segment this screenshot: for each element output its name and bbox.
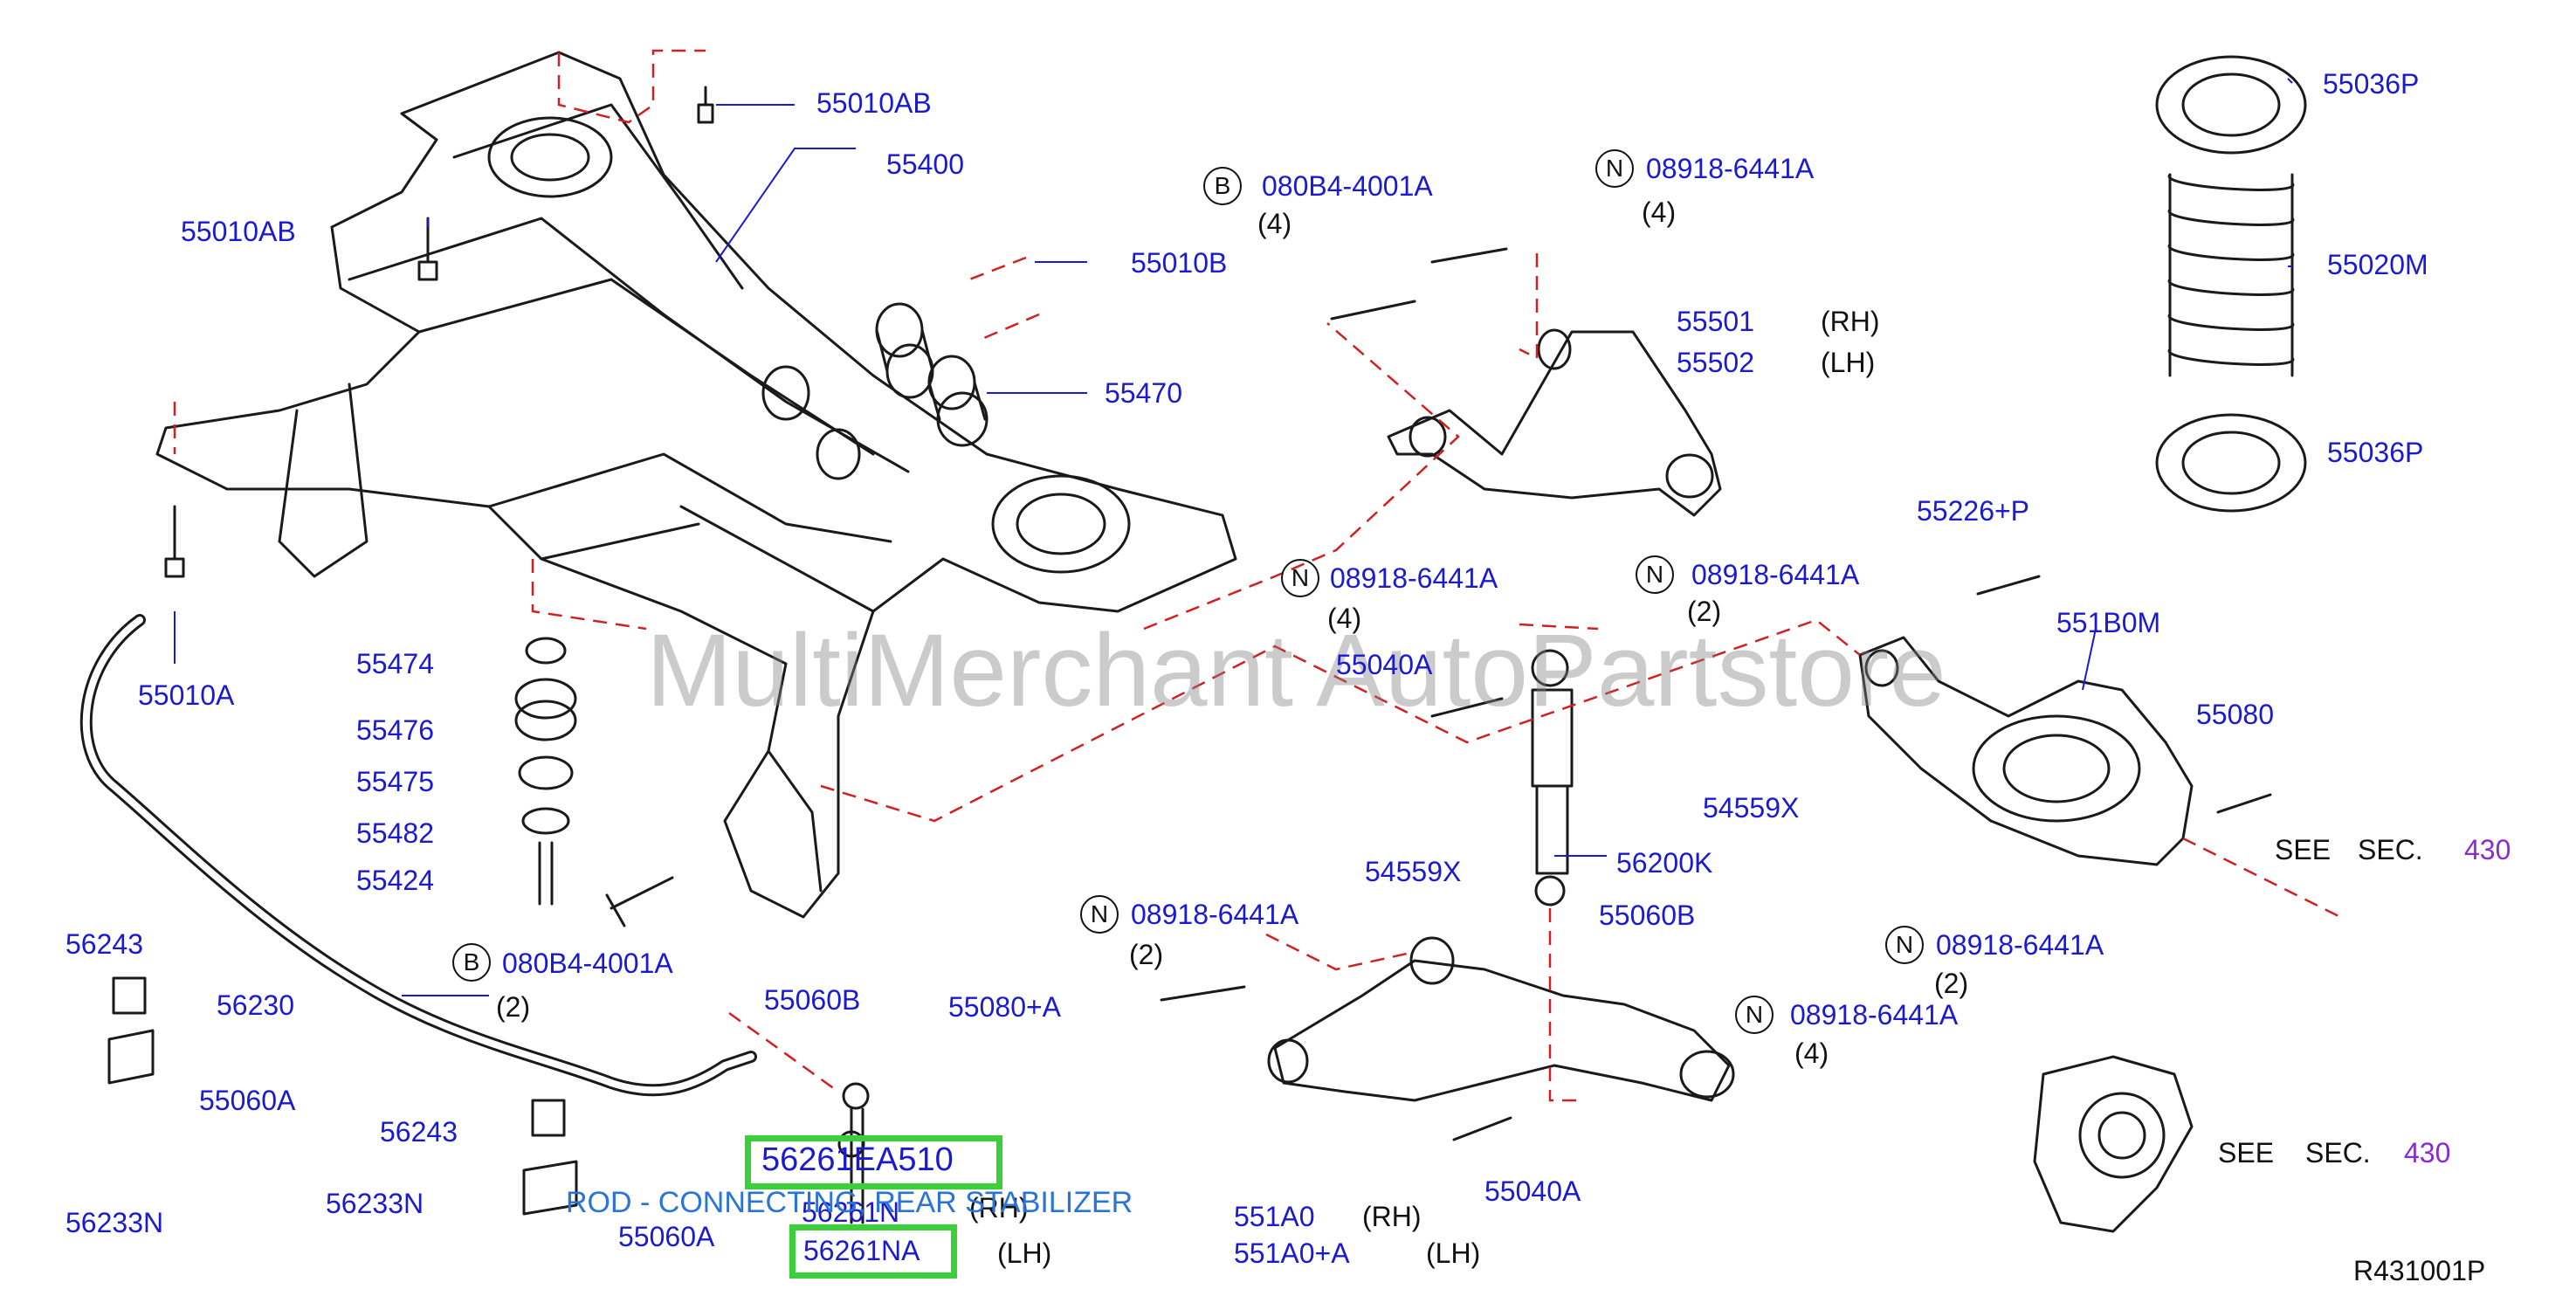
diagram-code: R431001P	[2353, 1255, 2486, 1286]
callout-lines	[174, 78, 2293, 996]
label-55060B-a[interactable]: 55060B	[764, 984, 861, 1016]
qty-08918-bottom: (4)	[1794, 1037, 1829, 1069]
section-link-430-1[interactable]: 430	[2464, 834, 2511, 865]
label-55501[interactable]: 55501	[1677, 306, 1754, 337]
lh-marker-56261NA: (LH)	[997, 1237, 1052, 1269]
label-55020M[interactable]: 55020M	[2327, 249, 2428, 280]
label-55010AB-left[interactable]: 55010AB	[181, 216, 296, 247]
circle-n-marker-lower-right: N	[1885, 926, 1924, 964]
label-56243-b[interactable]: 56243	[380, 1116, 458, 1148]
label-55010B[interactable]: 55010B	[1131, 247, 1228, 279]
upper-arm-55501[interactable]	[1387, 328, 1722, 517]
connecting-rod[interactable]	[837, 1082, 870, 1224]
label-55040A-b[interactable]: 55040A	[1484, 1175, 1581, 1207]
label-55010A[interactable]: 55010A	[138, 679, 235, 711]
circle-n-marker-lower-left: N	[1080, 895, 1119, 934]
label-551B0M[interactable]: 551B0M	[2056, 607, 2161, 638]
lower-arm-551A0[interactable]	[1267, 936, 1735, 1102]
qty-080B4-left: (2)	[496, 991, 531, 1023]
label-08918-bottom[interactable]: 08918-6441A	[1790, 999, 1959, 1031]
lh-marker-55502: (LH)	[1821, 347, 1876, 378]
highlight-56261NA[interactable]	[789, 1224, 957, 1279]
rh-marker-55501: (RH)	[1821, 306, 1880, 337]
label-08918-lower-left[interactable]: 08918-6441A	[1131, 899, 1299, 930]
rh-marker-551A0: (RH)	[1362, 1201, 1422, 1232]
label-551A0A[interactable]: 551A0+A	[1234, 1237, 1350, 1269]
label-55482[interactable]: 55482	[356, 817, 434, 849]
label-08918-top[interactable]: 08918-6441A	[1646, 153, 1815, 184]
leader-lines	[173, 49, 2341, 1102]
label-55424[interactable]: 55424	[356, 865, 434, 896]
label-551A0[interactable]: 551A0	[1234, 1201, 1315, 1232]
sec-label-2: SEC.	[2305, 1137, 2371, 1168]
lower-arm-551B0M[interactable]	[1858, 636, 2194, 866]
bolts	[164, 86, 2272, 1141]
bushing-55470[interactable]	[875, 302, 988, 447]
label-55060A-a[interactable]: 55060A	[199, 1085, 296, 1116]
label-56233N-b[interactable]: 56233N	[326, 1188, 424, 1219]
highlight-56261EA510[interactable]	[745, 1135, 1002, 1189]
qty-08918-mid: (4)	[1327, 603, 1362, 634]
label-56200K[interactable]: 56200K	[1616, 847, 1713, 879]
label-56230[interactable]: 56230	[217, 989, 294, 1021]
label-55474[interactable]: 55474	[356, 648, 434, 679]
label-55400[interactable]: 55400	[886, 148, 964, 180]
qty-08918-top: (4)	[1642, 196, 1677, 228]
label-55470[interactable]: 55470	[1105, 377, 1182, 409]
qty-08918-lower-right: (2)	[1934, 968, 1969, 999]
see-label-1: SEE	[2275, 834, 2331, 865]
label-55502[interactable]: 55502	[1677, 347, 1754, 378]
section-link-430-2[interactable]: 430	[2404, 1137, 2451, 1168]
label-080B4-left[interactable]: 080B4-4001A	[502, 948, 673, 979]
circle-n-marker-top: N	[1595, 149, 1634, 188]
label-55040A-a[interactable]: 55040A	[1336, 649, 1433, 680]
stabilizer-bar-56230[interactable]	[79, 614, 757, 1216]
label-55060A-b[interactable]: 55060A	[618, 1221, 715, 1252]
label-55226P[interactable]: 55226+P	[1917, 495, 2030, 527]
label-56261N[interactable]: 56261N	[802, 1196, 900, 1228]
label-55010AB-top[interactable]: 55010AB	[816, 87, 932, 119]
shock-absorber-56200K[interactable]	[1531, 649, 1574, 907]
label-080B4-top[interactable]: 080B4-4001A	[1262, 170, 1433, 202]
label-56243-a[interactable]: 56243	[65, 928, 143, 960]
label-55080[interactable]: 55080	[2196, 699, 2274, 730]
circle-n-marker-right: N	[1636, 555, 1674, 594]
label-55036P-bottom[interactable]: 55036P	[2327, 437, 2424, 468]
label-56261EA510[interactable]: 56261EA510	[761, 1141, 954, 1178]
mount-stack[interactable]	[514, 637, 577, 906]
qty-080B4-top: (4)	[1257, 208, 1292, 239]
label-55476[interactable]: 55476	[356, 714, 434, 746]
label-56233N-a[interactable]: 56233N	[65, 1207, 164, 1238]
label-55080A[interactable]: 55080+A	[948, 991, 1062, 1023]
tooltip-connecting-rod: ROD - CONNECTING, REAR STABILIZER	[566, 1186, 1133, 1219]
circle-n-marker-mid: N	[1281, 559, 1319, 597]
label-56261NA[interactable]: 56261NA	[803, 1235, 920, 1266]
label-55475[interactable]: 55475	[356, 766, 434, 797]
see-label-2: SEE	[2218, 1137, 2275, 1168]
label-08918-lower-right[interactable]: 08918-6441A	[1936, 929, 2104, 961]
qty-08918-right: (2)	[1687, 596, 1722, 627]
label-08918-mid[interactable]: 08918-6441A	[1330, 562, 1498, 594]
circle-n-marker-bottom: N	[1735, 996, 1774, 1034]
label-54559X-a[interactable]: 54559X	[1365, 856, 1462, 887]
subframe-55400[interactable]	[155, 51, 1237, 919]
sec-label-1: SEC.	[2358, 834, 2423, 865]
label-54559X-b[interactable]: 54559X	[1703, 792, 1800, 824]
qty-08918-lower-left: (2)	[1129, 939, 1164, 970]
lh-marker-551A0A: (LH)	[1426, 1237, 1481, 1269]
knuckle[interactable]	[2033, 1055, 2194, 1233]
circle-b-marker: B	[452, 943, 491, 982]
circle-b-marker-top: B	[1203, 167, 1242, 205]
label-08918-right[interactable]: 08918-6441A	[1691, 559, 1860, 590]
label-55036P-top[interactable]: 55036P	[2323, 68, 2420, 100]
spring-55020M[interactable]	[2155, 55, 2307, 513]
label-55060B-b[interactable]: 55060B	[1599, 900, 1696, 931]
rh-marker-56261N: (RH)	[969, 1192, 1029, 1224]
